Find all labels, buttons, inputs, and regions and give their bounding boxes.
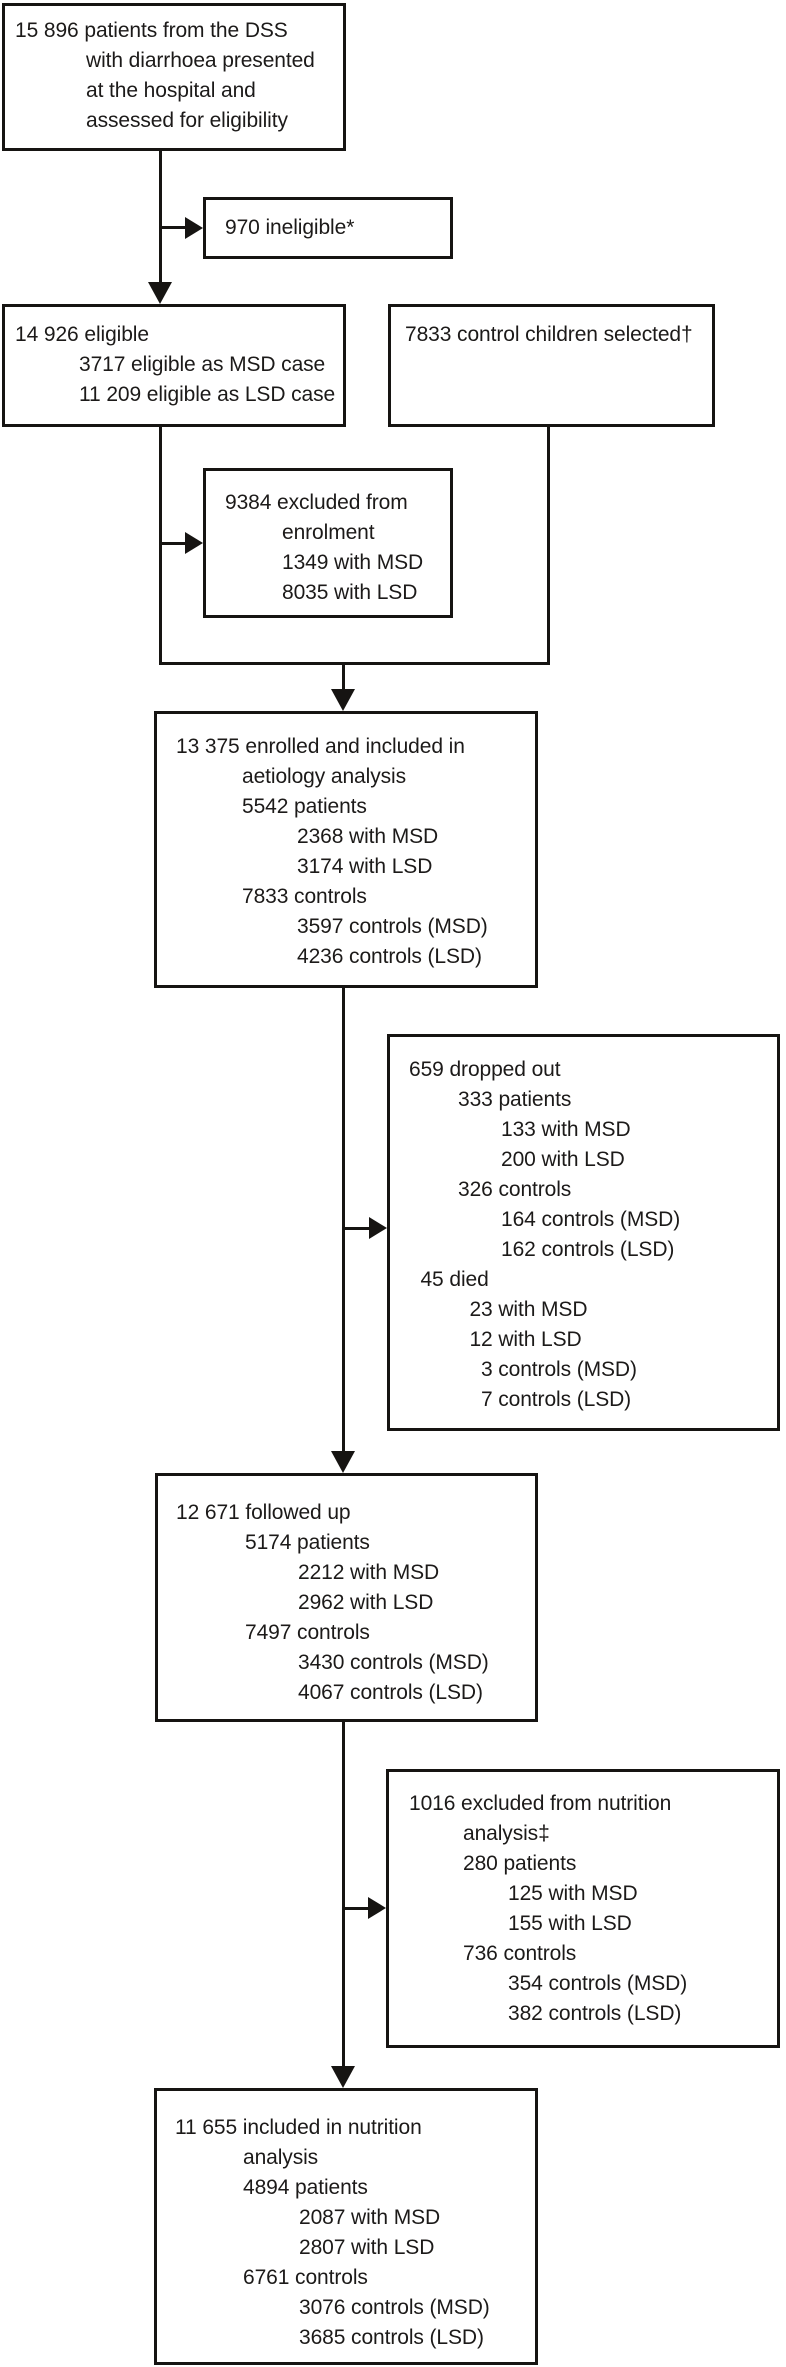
flow-box-text-line: 1016 excluded from nutrition: [409, 1792, 672, 1815]
flow-box-text-line: 4067 controls (LSD): [298, 1681, 483, 1704]
flow-box-text-line: analysis‡: [463, 1822, 550, 1845]
flow-box-text-line: 14 926 eligible: [15, 323, 149, 346]
arrowhead-into-excluded-nutrition: [368, 1897, 386, 1919]
flow-box-text-line: 326 controls: [458, 1178, 572, 1201]
flow-box-text-line: 133 with MSD: [501, 1118, 631, 1141]
flow-box-text-line: 659 dropped out: [409, 1058, 561, 1081]
flow-box-text-line: 333 patients: [458, 1088, 572, 1111]
flow-box-text-line: 7497 controls: [245, 1621, 370, 1644]
flow-box-enrolled-aetiology-analysis: 13 375 enrolled and included in aetiology…: [154, 711, 538, 988]
flow-box-ineligible: 970 ineligible*: [203, 197, 453, 259]
flow-box-text-line: 2368 with MSD: [297, 825, 439, 848]
flow-box-text-line: 9384 excluded from: [225, 491, 408, 514]
flow-box-text-line: 5542 patients: [242, 795, 367, 818]
connector-branch-excluded-enrolment: [160, 542, 186, 545]
arrowhead-into-excluded-enrolment: [185, 532, 203, 554]
connector-branch-ineligible: [160, 226, 186, 229]
flow-box-text-line: 2212 with MSD: [298, 1561, 440, 1584]
connector-assessed-to-eligible: [159, 151, 162, 283]
flow-box-assessed-for-eligibility: 15 896 patients from the DSS with diarrho…: [2, 3, 346, 151]
flow-box-text-line: 1349 with MSD: [282, 551, 424, 574]
flow-box-text-line: 164 controls (MSD): [501, 1208, 681, 1231]
flow-box-dropped-out-died: 659 dropped out 333 patients 133 with MSD 2…: [387, 1034, 780, 1431]
flow-box-text-line: 7833 control children selected†: [405, 323, 693, 346]
flow-box-eligible: 14 926 eligible 3717 eligible as MSD case…: [2, 304, 346, 427]
flow-box-text-line: 970 ineligible*: [225, 216, 355, 239]
flow-box-followed-up: 12 671 followed up 5174 patients 2212 with…: [155, 1473, 538, 1722]
flow-box-text-line: at the hospital and: [86, 79, 256, 102]
flow-box-text-line: aetiology analysis: [242, 765, 406, 788]
connector-branch-dropped: [343, 1227, 371, 1230]
flow-box-text-line: 12 with LSD: [458, 1328, 582, 1351]
flow-box-text-line: 3174 with LSD: [297, 855, 433, 878]
connector-branch-excluded-nutrition: [343, 1907, 370, 1910]
flow-box-text-line: 11 209 eligible as LSD case: [79, 383, 336, 406]
connector-controls-down: [547, 427, 550, 665]
flow-box-text-line: enrolment: [282, 521, 375, 544]
arrowhead-into-enrolled: [331, 689, 355, 711]
arrowhead-into-included-nutrition: [331, 2066, 355, 2088]
connector-merge-to-enrolled: [342, 662, 345, 690]
flow-box-text-line: 736 controls: [463, 1942, 577, 1965]
flow-box-text-line: 7 controls (LSD): [458, 1388, 632, 1411]
flow-box-text-line: 13 375 enrolled and included in: [176, 735, 465, 758]
flow-box-text-line: 3685 controls (LSD): [299, 2326, 484, 2349]
flow-box-included-in-nutrition-analysis: 11 655 included in nutrition analysis 4894…: [154, 2088, 538, 2365]
connector-followed-to-included: [342, 1722, 345, 2067]
flow-box-text-line: 382 controls (LSD): [508, 2002, 682, 2025]
flow-box-text-line: 280 patients: [463, 1852, 577, 1875]
flow-box-text-line: 3717 eligible as MSD case: [79, 353, 326, 376]
flow-box-text-line: 8035 with LSD: [282, 581, 418, 604]
flow-box-text-line: 45 died: [409, 1268, 489, 1291]
flow-box-text-line: 11 655 included in nutrition: [175, 2116, 422, 2139]
flow-box-text-line: 3430 controls (MSD): [298, 1651, 489, 1674]
flow-box-text-line: 354 controls (MSD): [508, 1972, 688, 1995]
connector-eligible-down: [159, 427, 162, 665]
connector-enrolled-to-followed: [342, 988, 345, 1452]
arrowhead-into-followed: [331, 1451, 355, 1473]
flow-box-text-line: 12 671 followed up: [176, 1501, 351, 1524]
flow-box-text-line: 15 896 patients from the DSS: [15, 19, 288, 42]
flow-box-excluded-from-nutrition-analysis: 1016 excluded from nutrition analysis‡ 280…: [386, 1769, 780, 2048]
flow-box-text-line: analysis: [243, 2146, 319, 2169]
flow-box-text-line: 5174 patients: [245, 1531, 370, 1554]
flow-box-text-line: with diarrhoea presented: [86, 49, 315, 72]
flow-box-text-line: 4236 controls (LSD): [297, 945, 482, 968]
flow-box-text-line: 2962 with LSD: [298, 1591, 434, 1614]
flow-box-text-line: 155 with LSD: [508, 1912, 632, 1935]
flow-box-text-line: 7833 controls: [242, 885, 367, 908]
flow-box-text-line: 162 controls (LSD): [501, 1238, 675, 1261]
flow-box-text-line: 3076 controls (MSD): [299, 2296, 490, 2319]
flow-box-text-line: 6761 controls: [243, 2266, 368, 2289]
arrowhead-into-ineligible: [185, 217, 203, 239]
flow-box-text-line: 200 with LSD: [501, 1148, 625, 1171]
arrowhead-into-dropped: [369, 1217, 387, 1239]
flow-box-text-line: assessed for eligibility: [86, 109, 288, 132]
flow-box-text-line: 23 with MSD: [458, 1298, 588, 1321]
flow-box-text-line: 3597 controls (MSD): [297, 915, 488, 938]
flow-box-control-children-selected: 7833 control children selected†: [388, 304, 715, 427]
flow-box-excluded-from-enrolment: 9384 excluded from enrolment 1349 with MSD…: [203, 468, 453, 618]
flow-box-text-line: 125 with MSD: [508, 1882, 638, 1905]
flow-box-text-line: 2807 with LSD: [299, 2236, 435, 2259]
flow-box-text-line: 4894 patients: [243, 2176, 368, 2199]
connector-merge-horizontal: [159, 662, 550, 665]
flow-box-text-line: 2087 with MSD: [299, 2206, 441, 2229]
arrowhead-into-eligible: [148, 282, 172, 304]
flow-box-text-line: 3 controls (MSD): [458, 1358, 637, 1381]
